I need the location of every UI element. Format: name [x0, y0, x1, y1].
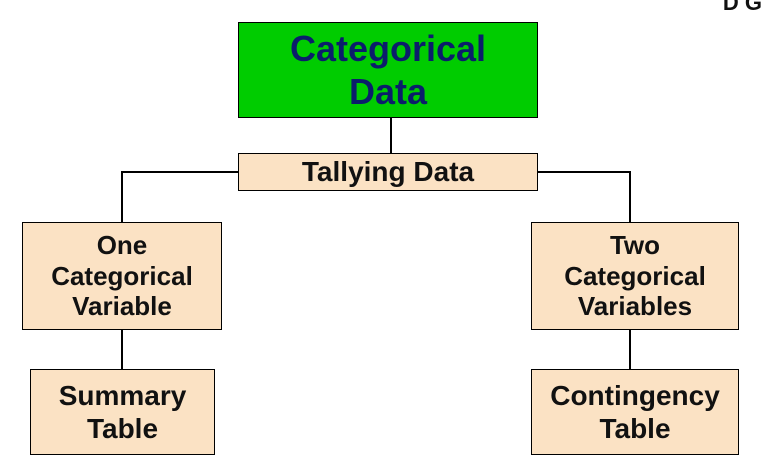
- corner-fragment-text: D G: [722, 0, 762, 14]
- tallying-data-node: Tallying Data: [238, 153, 538, 191]
- tally-to-right-connector: [538, 171, 631, 222]
- two-categorical-variables-node: Two Categorical Variables: [531, 222, 739, 330]
- summary-table-node: Summary Table: [30, 369, 215, 455]
- tally-to-left-connector: [121, 171, 238, 222]
- one-categorical-variable-node: One Categorical Variable: [22, 222, 222, 330]
- categorical-data-node: Categorical Data: [238, 22, 538, 118]
- contingency-table-node: Contingency Table: [531, 369, 739, 455]
